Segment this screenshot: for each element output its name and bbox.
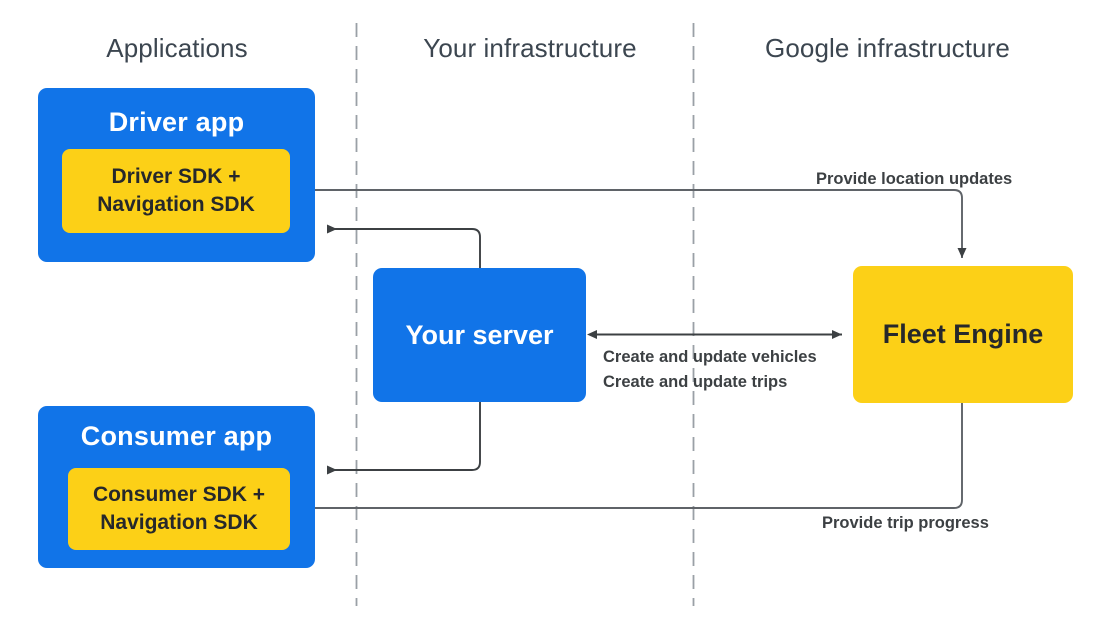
driver-app-title: Driver app — [108, 107, 245, 137]
consumer-sdk-line-1: Consumer SDK + — [92, 483, 266, 507]
node-consumer-sdk[interactable]: Consumer SDK + Navigation SDK — [68, 468, 290, 550]
edge-label-location-updates: Provide location updates — [816, 170, 1013, 188]
node-fleet-engine[interactable]: Fleet Engine — [853, 266, 1073, 403]
driver-sdk-line-2: Navigation SDK — [97, 193, 255, 216]
consumer-app-title: Consumer app — [80, 421, 273, 451]
your-server-title: Your server — [405, 319, 554, 350]
node-your-server[interactable]: Your server — [373, 268, 586, 402]
edge-label-trip-progress: Provide trip progress — [822, 514, 989, 532]
column-heading-google-infrastructure: Google infrastructure — [765, 33, 1010, 63]
fleet-engine-title: Fleet Engine — [882, 319, 1044, 349]
column-heading-applications: Applications — [106, 33, 248, 63]
node-driver-sdk[interactable]: Driver SDK + Navigation SDK — [62, 149, 290, 233]
driver-sdk-label: Driver SDK + Navigation SDK — [97, 163, 255, 218]
consumer-sdk-label: Consumer SDK + Navigation SDK — [93, 481, 265, 536]
edge-server-to-driver — [327, 224, 481, 268]
consumer-sdk-line-2: Navigation SDK — [100, 511, 258, 534]
edge-trip-progress — [302, 403, 963, 513]
edge-location-updates — [290, 189, 967, 258]
edge-server-to-consumer — [327, 402, 481, 475]
column-heading-your-infrastructure: Your infrastructure — [423, 33, 637, 63]
driver-sdk-line-1: Driver SDK + — [111, 165, 241, 189]
edge-label-create-update-vehicles: Create and update vehicles — [603, 348, 817, 366]
edge-label-create-update-trips: Create and update trips — [603, 373, 788, 391]
